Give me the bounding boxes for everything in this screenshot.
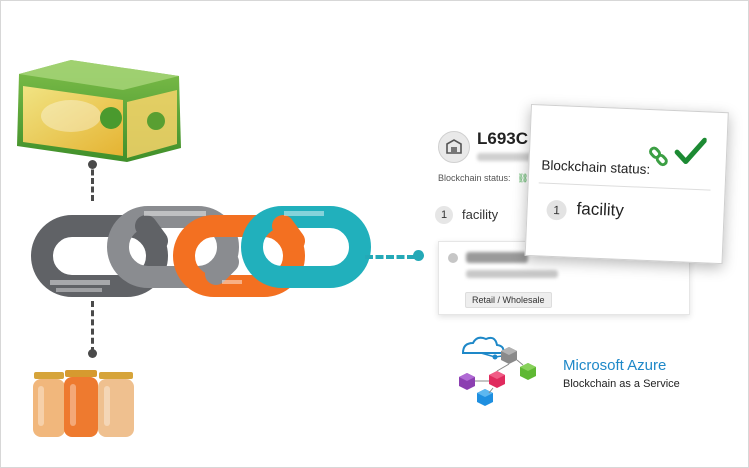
chain-link-3: [173, 215, 305, 297]
chain-link-4: [241, 206, 371, 288]
zoom-facility-label: facility: [576, 199, 625, 220]
check-mark-icon: [674, 137, 707, 165]
blockchain-chain: [31, 206, 371, 297]
zoom-blockchain-status-label: Blockchain status:: [541, 157, 651, 178]
chain-link-icon: ⛓: [517, 173, 529, 183]
product-id: L693C: [477, 129, 529, 148]
check-circle-icon: [448, 253, 458, 263]
product-jars-image: [33, 370, 134, 437]
record-facility-label: facility: [462, 207, 499, 222]
record-blockchain-status-label: Blockchain status:: [438, 173, 511, 183]
connector-line-bottom: [91, 301, 94, 353]
zoom-status-card: Blockchain status: 1 facility: [524, 104, 729, 265]
zoom-facility-count: 1: [546, 199, 567, 221]
connector-dot-horizontal: [413, 250, 424, 261]
record-facility-count: 1: [435, 206, 453, 224]
record-blockchain-status: Blockchain status: ⛓: [438, 173, 529, 184]
facility-location-blurred: [466, 270, 558, 278]
azure-blockchain-logo: [459, 336, 536, 406]
azure-title: Microsoft Azure: [563, 357, 667, 374]
zoom-divider: [538, 182, 711, 191]
chain-link-2: [107, 206, 239, 288]
connector-dot-top: [88, 160, 97, 169]
connector-line-horizontal: [365, 255, 415, 259]
azure-subtitle: Blockchain as a Service: [563, 378, 680, 390]
product-multipack-image: [17, 60, 181, 162]
building-icon: [438, 131, 470, 163]
chain-link-1: [31, 215, 168, 297]
connector-line-top: [91, 161, 94, 201]
facility-type-tag: Retail / Wholesale: [465, 292, 552, 308]
chain-link-icon: [649, 146, 668, 167]
connector-dot-bottom: [88, 349, 97, 358]
facility-name-blurred: [466, 252, 528, 263]
product-subtitle-blurred: [477, 153, 537, 161]
